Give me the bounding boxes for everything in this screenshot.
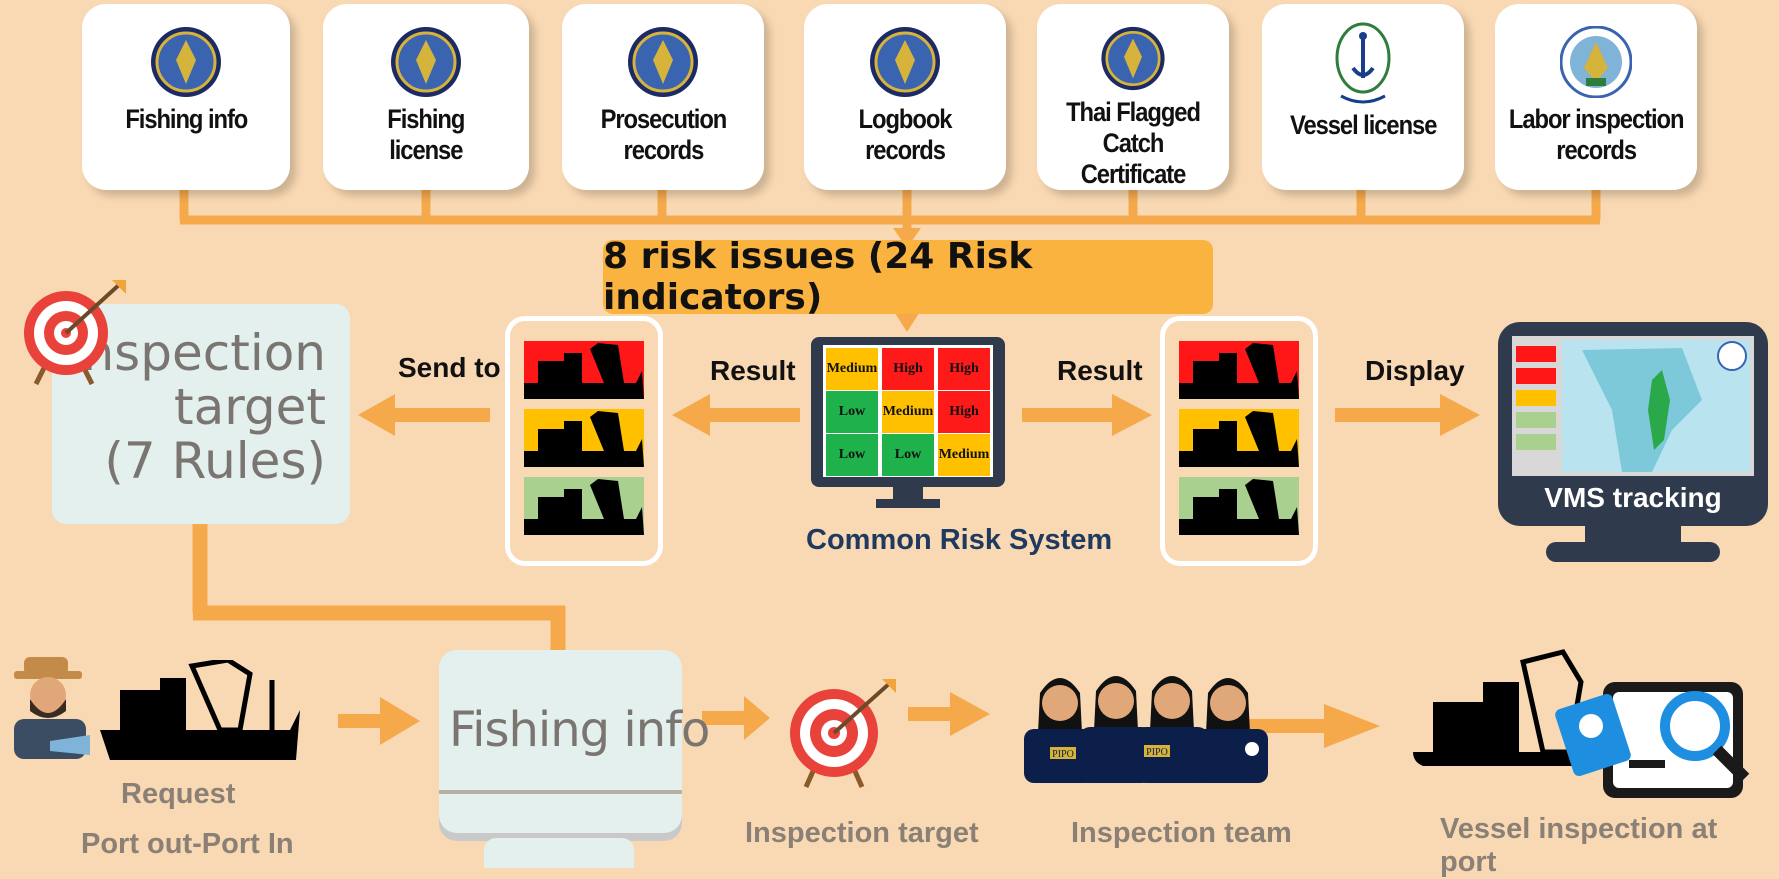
vessel-inspection-icon [1413,649,1750,798]
common-risk-title: Common Risk System [806,524,1113,556]
risk-cell: High [882,348,934,390]
risk-matrix-monitor: Medium High High Low Medium High Low Low… [811,337,1005,487]
vms-monitor: VMS tracking [1498,322,1768,526]
vms-monitor-base [1546,542,1720,562]
risk-cell: Low [826,391,878,433]
arrow-right-result [1022,394,1152,436]
svg-text:PIPO: PIPO [1052,749,1074,760]
risk-cell: Medium [826,348,878,390]
risk-cell: High [938,391,990,433]
request-label: Request [121,778,236,810]
inspection-target-text: Inspection target (7 Rules) [67,324,326,490]
officer-icon [1192,678,1268,783]
fishing-info-divider [439,790,682,794]
monitor-base [876,499,940,508]
svg-text:PIPO: PIPO [1146,747,1168,758]
arrow-team-to-vessel-inspection [1248,704,1380,748]
boat-risk-card-left [505,316,663,566]
inspection-target-label: Inspection target [745,817,979,849]
source-label: Prosecution records [600,104,727,165]
vms-label: VMS tracking [1544,482,1722,513]
officer-icon: PIPO [1024,678,1096,783]
source-label: Thai Flagged Catch Certificate [1066,97,1201,189]
risk-issues-bar: 8 risk issues (24 Risk indicators) [603,236,1213,318]
risk-cell: Medium [882,391,934,433]
arrow-right-display [1335,394,1480,436]
arrow-request-to-fishing-info [338,697,420,745]
source-label: Logbook records [858,104,953,165]
fishing-info-title: Fishing info [449,702,710,758]
medium-risk-vessel-band [1179,409,1299,467]
source-label: Vessel license [1289,110,1437,140]
source-card-catch-certificate: Thai Flagged Catch Certificate [1037,4,1229,190]
low-risk-vessel-band [1179,477,1299,535]
officer-icon [1080,676,1152,783]
result-left-label: Result [710,355,796,386]
source-card-prosecution-records: Prosecution records [562,4,764,190]
source-label: Fishing license [387,104,465,165]
inspection-team-icon: PIPO PIPO [1024,676,1268,783]
inspection-team-label: Inspection team [1071,817,1292,849]
vms-screen [1512,336,1754,476]
display-label: Display [1365,355,1465,386]
arrow-fishing-info-to-target [702,696,770,740]
source-card-logbook-records: Logbook records [804,4,1006,190]
dof-seal-icon [870,27,940,97]
boat-risk-card-right [1160,316,1318,566]
vms-monitor-stand [1585,526,1681,542]
dof-seal-icon [391,27,461,97]
fishing-vessel-icon [100,660,300,760]
port-out-port-in-label: Port out-Port In [81,828,294,860]
risk-cell: Low [882,434,934,476]
dof-seal-icon [1101,26,1165,91]
result-right-label: Result [1057,355,1143,386]
fisherman-icon [14,657,90,759]
officer-icon: PIPO [1136,676,1208,783]
vms-map [1562,340,1750,472]
labor-department-seal-icon [1560,26,1632,98]
medium-risk-vessel-band [524,409,644,467]
source-card-labor-inspection: Labor inspection records [1495,4,1697,190]
risk-matrix: Medium High High Low Medium High Low Low… [823,345,993,477]
arrow-target-to-team [908,692,990,736]
dof-seal-icon [628,27,698,97]
vessel-inspection-label: Vessel inspection at port [1440,813,1718,878]
low-risk-vessel-band [524,477,644,535]
send-to-label: Send to [398,352,501,383]
arrow-to-matrix [893,310,921,332]
source-card-fishing-info: Fishing info [82,4,290,190]
fishing-info-stand [484,838,634,868]
target-icon [24,280,126,386]
risk-cell: High [938,348,990,390]
dof-seal-icon [151,27,221,97]
inspection-target-icon [790,679,896,789]
source-card-vessel-license: Vessel license [1262,4,1464,190]
fishing-info-card [439,650,682,833]
arrow-left-result [672,394,800,436]
monitor-stand [893,487,923,501]
risk-cell: Low [826,434,878,476]
arrow-left-send-to [358,394,490,436]
arrow-to-risk-bar [893,228,921,248]
high-risk-vessel-band [524,341,644,399]
source-label: Labor inspection records [1508,104,1685,165]
source-label: Fishing info [125,104,248,134]
high-risk-vessel-band [1179,341,1299,399]
marine-department-seal-icon [1335,22,1391,104]
risk-cell: Medium [938,434,990,476]
source-card-fishing-license: Fishing license [323,4,529,190]
